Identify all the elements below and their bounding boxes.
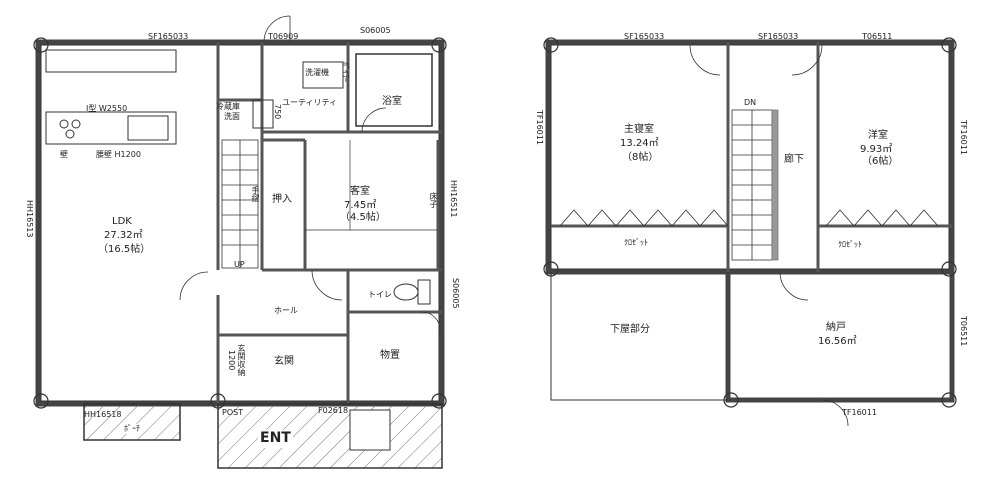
kitchen-wall: 壁 <box>60 150 68 159</box>
entrance-porch <box>217 403 443 469</box>
handrail-label: 手摺 <box>251 186 260 202</box>
floor2-doors <box>689 44 849 427</box>
nando-name: 納戸 <box>826 322 846 333</box>
stairs-down-label: DN <box>744 98 757 107</box>
western-area: 9.93㎡ <box>860 144 893 155</box>
stairs-up-label: UP <box>234 260 245 269</box>
entrance-label: 玄関 <box>274 356 294 367</box>
washbasin <box>252 99 274 129</box>
bathtub <box>355 53 433 127</box>
floor1-stairs <box>221 139 259 269</box>
kitchen-waist-wall: 腰壁 H1200 <box>96 150 141 159</box>
boiler-label: ﾎﾞｲﾗｰ <box>341 62 350 82</box>
western-mats: （6帖） <box>862 156 899 167</box>
corridor-label: 廊下 <box>784 154 804 165</box>
floor2-columns <box>543 37 957 408</box>
floor2-closet-doors <box>559 209 939 227</box>
floor1-columns <box>33 37 447 409</box>
floor2-outer-walls <box>545 39 955 403</box>
ldk-mats: （16.5帖） <box>98 244 151 255</box>
f1-dim-top-left: SF165033 <box>148 32 189 41</box>
floor2-interior-walls <box>551 42 952 272</box>
f2-dim-right-lower: T06511 <box>959 316 968 347</box>
ldk-area: 27.32㎡ <box>104 230 143 241</box>
closet-left-label: ｸﾛｾﾞｯﾄ <box>624 238 648 247</box>
washer-box <box>302 61 344 89</box>
shoebox-label: 玄関収納 1200 <box>227 344 246 376</box>
f1-dim-post: POST <box>222 408 244 417</box>
nando-area: 16.56㎡ <box>818 336 857 347</box>
floor2-stairs <box>731 109 779 261</box>
western-name: 洋室 <box>868 130 888 141</box>
f2-dim-left: TF16011 <box>535 110 544 145</box>
ldk-name: LDK <box>112 216 132 227</box>
closet-right-label: ｸﾛｾﾞｯﾄ <box>838 240 862 249</box>
f1-dim-bottom-left: HH16518 <box>84 410 122 419</box>
toilet-label: トイレ <box>368 290 392 299</box>
master-area: 13.24㎡ <box>620 138 659 149</box>
guest-tatami <box>305 140 438 231</box>
oshiire-label: 押入 <box>272 194 292 205</box>
f1-dim-bottom-door: F02618 <box>318 406 349 415</box>
porch-label: ﾎﾟｰﾁ <box>124 424 140 434</box>
master-mats: （8帖） <box>622 152 659 163</box>
f2-dim-bottom: TF16011 <box>842 408 877 417</box>
guest-area: 7.45㎡ <box>344 200 377 211</box>
f2-dim-top-left: SF165033 <box>624 32 665 41</box>
porch <box>83 403 181 441</box>
master-name: 主寝室 <box>624 124 654 135</box>
kitchen-counter <box>45 49 177 145</box>
toilet-bowl <box>393 283 419 301</box>
f1-dim-left: HH16513 <box>25 200 34 238</box>
floor1-doors <box>179 15 441 331</box>
f1-dim-top-right: S06005 <box>360 26 391 35</box>
washer-label: 洗濯機 <box>305 68 329 77</box>
hall-label: ホール <box>274 306 298 315</box>
floor1-interior-walls <box>216 42 442 404</box>
bath-label: 浴室 <box>382 96 402 107</box>
ent-label: ENT <box>258 430 293 448</box>
f1-dim-top-mid: T06909 <box>268 32 299 41</box>
f2-dim-top-mid: SF165033 <box>758 32 799 41</box>
utility-label: ユーティリティ <box>282 98 338 107</box>
f2-dim-top-right: T06511 <box>862 32 893 41</box>
f1-dim-right: HH16511 <box>449 180 458 218</box>
washroom-label: 洗面 <box>224 112 240 121</box>
lower-roof-label: 下屋部分 <box>610 324 650 335</box>
guest-closet-side: 床子 <box>429 192 438 208</box>
storage-label: 物置 <box>380 350 400 361</box>
f1-dim-right-toilet: S06005 <box>451 278 460 309</box>
guest-mats: （4.5帖） <box>340 212 386 223</box>
f2-dim-right: TF16011 <box>959 120 968 155</box>
fridge-label: 冷蔵庫 <box>216 102 240 111</box>
vanity-size: 750 <box>273 104 282 120</box>
kitchen-type: I型 W2550 <box>86 104 128 113</box>
guest-name: 客室 <box>350 186 370 197</box>
